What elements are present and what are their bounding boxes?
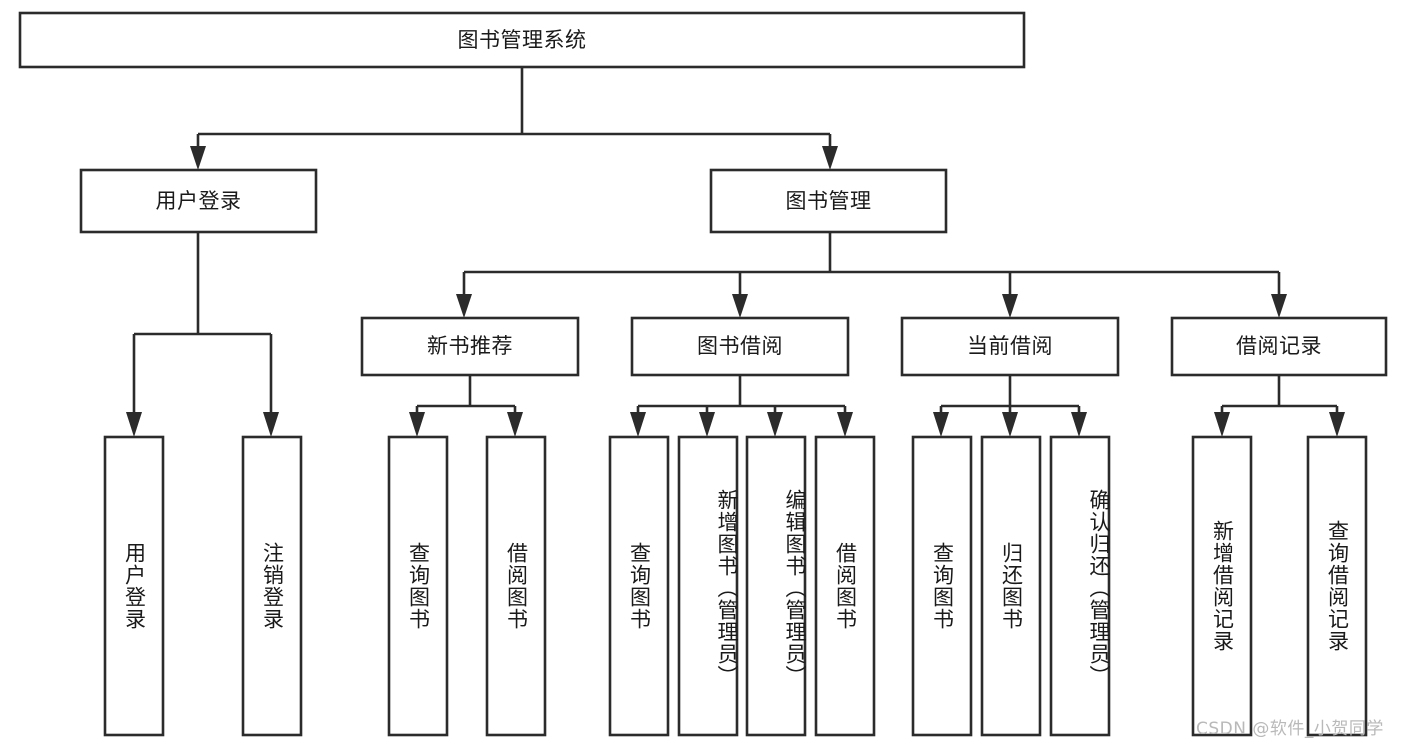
node-book-borrow-box[interactable] (630, 316, 850, 377)
node-leaf-query-record-box[interactable] (1306, 435, 1368, 737)
node-leaf-user-logout-box[interactable] (241, 435, 303, 737)
connector-root-to-level1 (190, 67, 838, 170)
connector-current-borrow-to-leaves (933, 375, 1087, 437)
node-leaf-borrow-book-2-box[interactable] (814, 435, 876, 737)
node-user-login-box[interactable] (79, 168, 318, 234)
connector-user-login-to-leaves (126, 232, 279, 437)
node-leaf-borrow-book-1-box[interactable] (485, 435, 547, 737)
node-root-box[interactable] (18, 11, 1026, 69)
node-book-manage-box[interactable] (709, 168, 948, 234)
node-current-borrow-box[interactable] (900, 316, 1120, 377)
node-leaf-query-book-1-box[interactable] (387, 435, 449, 737)
node-new-book-recommend-box[interactable] (360, 316, 580, 377)
connector-book-manage-to-level2 (456, 232, 1287, 318)
node-leaf-query-book-2-box[interactable] (608, 435, 670, 737)
connector-book-borrow-to-leaves (630, 375, 853, 437)
node-leaf-user-login-box[interactable] (103, 435, 165, 737)
node-leaf-edit-book-box[interactable] (745, 435, 807, 737)
connector-borrow-record-to-leaves (1214, 375, 1345, 437)
node-leaf-query-book-3-box[interactable] (911, 435, 973, 737)
node-leaf-add-record-box[interactable] (1191, 435, 1253, 737)
connector-new-book-recommend-to-leaves (409, 375, 523, 437)
node-leaf-confirm-return-box[interactable] (1049, 435, 1111, 737)
node-borrow-record-box[interactable] (1170, 316, 1388, 377)
node-leaf-add-book-box[interactable] (677, 435, 739, 737)
node-leaf-return-book-box[interactable] (980, 435, 1042, 737)
